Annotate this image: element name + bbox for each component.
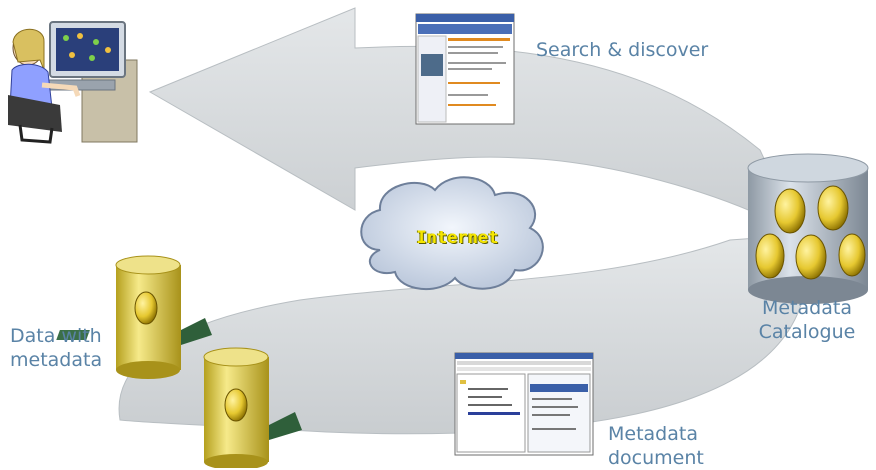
user-at-computer-icon bbox=[8, 21, 138, 144]
data-with-metadata-label: Data with metadata bbox=[10, 324, 102, 372]
metadata-explorer-window-icon bbox=[415, 13, 515, 125]
search-discover-text: Search & discover bbox=[536, 39, 709, 61]
database-cylinder-icon bbox=[747, 153, 869, 304]
metadata-catalogue-line-1: Metadata bbox=[762, 297, 852, 319]
metadata-catalogue-line-2: Catalogue bbox=[758, 321, 856, 343]
cloud-icon bbox=[360, 176, 544, 290]
data-with-metadata-line-1: Data with bbox=[10, 325, 102, 347]
data-with-metadata-line-2: metadata bbox=[10, 349, 103, 371]
search-discover-label: Search & discover bbox=[536, 38, 708, 62]
data-cylinder-icon bbox=[203, 347, 302, 468]
metadata-document-line-1: Metadata bbox=[608, 423, 698, 445]
metadata-editor-window-icon bbox=[454, 352, 594, 456]
metadata-catalogue-label: Metadata Catalogue bbox=[748, 296, 866, 344]
internet-label: Internet bbox=[416, 228, 499, 248]
data-cylinder-icon bbox=[56, 255, 212, 379]
metadata-document-label: Metadata document bbox=[608, 422, 704, 470]
metadata-document-line-2: document bbox=[608, 447, 704, 469]
